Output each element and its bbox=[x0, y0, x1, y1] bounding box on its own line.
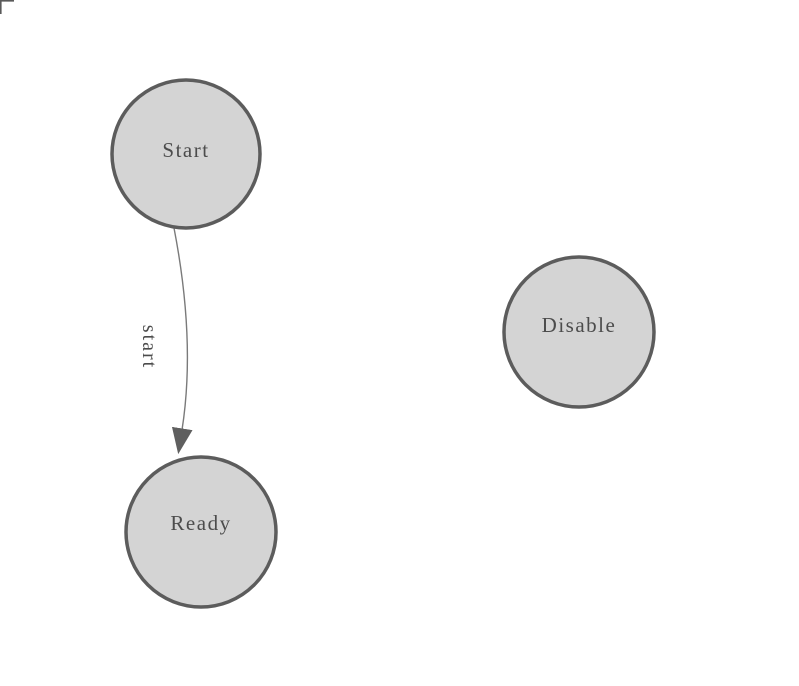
state-node-ready[interactable]: Ready bbox=[124, 455, 278, 609]
state-node-start[interactable]: Start bbox=[110, 78, 262, 230]
state-circle[interactable] bbox=[110, 78, 262, 230]
transition-path[interactable] bbox=[171, 227, 193, 455]
state-circle[interactable] bbox=[124, 455, 278, 609]
transition-label[interactable]: start bbox=[138, 325, 160, 369]
transition-start-to-ready[interactable]: start bbox=[138, 227, 193, 455]
state-circle[interactable] bbox=[502, 255, 656, 409]
state-node-disable[interactable]: Disable bbox=[502, 255, 656, 409]
origin-corner-mark bbox=[0, 0, 14, 14]
